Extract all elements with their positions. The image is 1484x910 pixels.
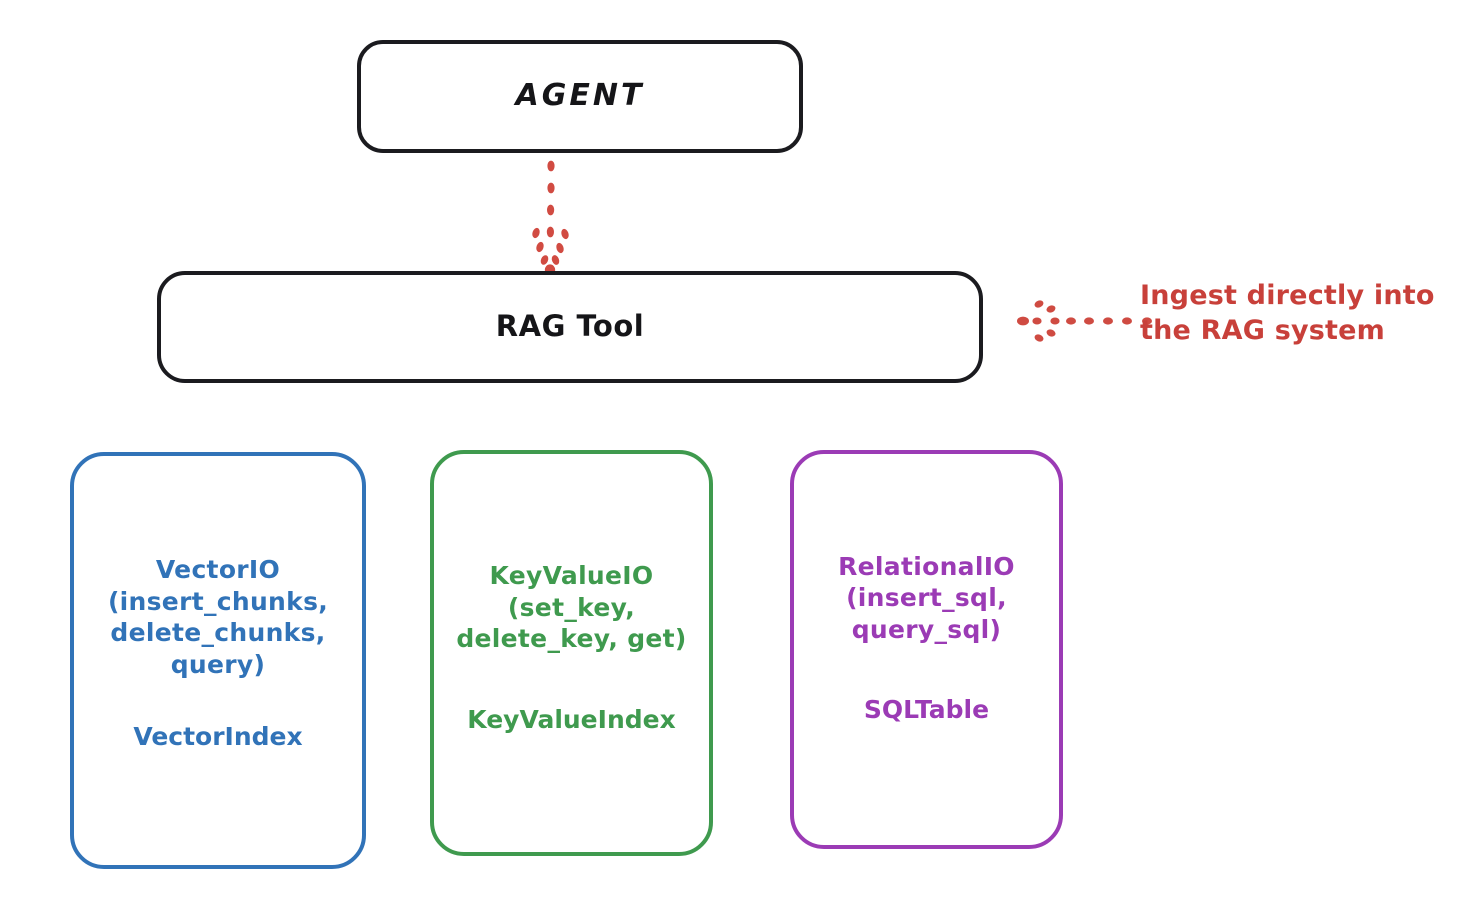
key-value-io-node[interactable]: KeyValueIO (set_key, delete_key, get) Ke… bbox=[430, 450, 713, 856]
key-value-io-node-content: KeyValueIO (set_key, delete_key, get) Ke… bbox=[456, 560, 686, 734]
key-value-io-node-sublabel: KeyValueIndex bbox=[467, 704, 676, 734]
agent-node[interactable]: AGENT bbox=[357, 40, 803, 153]
vector-io-node-sublabel: VectorIndex bbox=[133, 722, 303, 751]
key-value-io-node-label: KeyValueIO (set_key, delete_key, get) bbox=[456, 561, 687, 654]
rag-tool-node-label: RAG Tool bbox=[495, 309, 645, 344]
relational-io-node-sublabel: SQLTable bbox=[863, 695, 990, 725]
ingest-dotted-arrow-icon bbox=[1015, 295, 1155, 347]
ingest-annotation-text: Ingest directly into the RAG system bbox=[1140, 280, 1435, 347]
relational-io-node-content: RelationalIO (insert_sql, query_sql) SQL… bbox=[838, 551, 1015, 725]
relational-io-node[interactable]: RelationalIO (insert_sql, query_sql) SQL… bbox=[790, 450, 1063, 849]
relational-io-node-label: RelationalIO (insert_sql, query_sql) bbox=[838, 551, 1015, 644]
rag-tool-node[interactable]: RAG Tool bbox=[157, 271, 983, 383]
vector-io-node[interactable]: VectorIO (insert_chunks, delete_chunks, … bbox=[70, 452, 366, 869]
vector-io-node-label: VectorIO (insert_chunks, delete_chunks, … bbox=[107, 555, 329, 679]
vector-io-node-content: VectorIO (insert_chunks, delete_chunks, … bbox=[108, 554, 328, 751]
agent-to-rag-dotted-arrow-icon bbox=[505, 150, 597, 280]
agent-node-label: AGENT bbox=[515, 78, 645, 114]
